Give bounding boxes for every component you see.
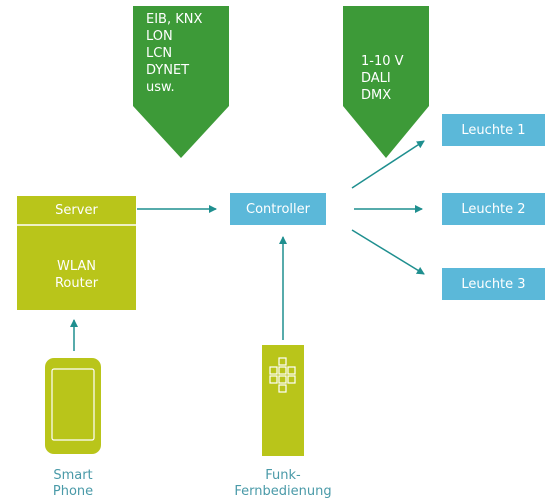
controller-label: Controller <box>246 202 310 217</box>
light-label-1: Leuchte 1 <box>461 123 526 138</box>
bus-protocols-label: EIB, KNX LON LCN DYNET usw. <box>146 12 203 95</box>
arrow-controller-to-light-3 <box>351 229 425 275</box>
remote-control-icon <box>262 345 304 456</box>
light-box-2 <box>442 193 545 225</box>
light-box-1 <box>442 114 545 146</box>
protocol-banner-left <box>133 6 229 158</box>
dimming-protocols-label: 1-10 V DALI DMX <box>361 54 404 103</box>
light-label-3: Leuchte 3 <box>461 277 526 292</box>
wlan-router-label: WLAN Router <box>54 259 99 291</box>
controller-box <box>230 193 326 225</box>
remote-caption: Funk- Fernbedienung <box>234 468 332 499</box>
light-box-3 <box>442 268 545 300</box>
smartphone-caption: Smart Phone <box>52 468 94 499</box>
smartphone-icon <box>45 358 101 454</box>
server-box <box>17 196 136 310</box>
arrow-controller-to-light-1 <box>351 140 425 189</box>
server-label: Server <box>55 203 98 218</box>
light-label-2: Leuchte 2 <box>461 202 526 217</box>
protocol-banner-right <box>343 6 429 158</box>
